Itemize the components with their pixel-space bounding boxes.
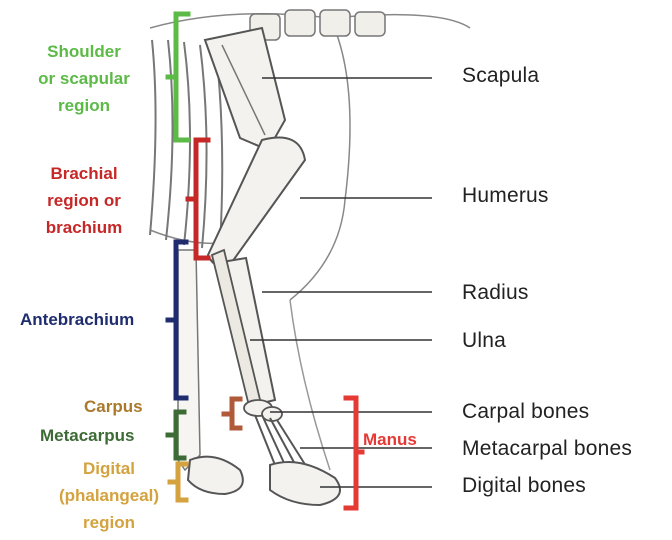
digital-line-2: (phalangeal) (58, 486, 160, 505)
manus-bracket (343, 395, 365, 511)
brachial-region-label: Brachial region or brachium (32, 160, 136, 241)
ulna-label: Ulna (462, 329, 506, 352)
shoulder-bracket (165, 11, 191, 143)
metacarpus-label: Metacarpus (40, 426, 135, 445)
ribs (149, 39, 224, 249)
shoulder-region-label: Shoulder or scapular region (28, 38, 140, 119)
manus-label: Manus (363, 430, 417, 449)
digital-region-label: Digital (phalangeal) region (54, 455, 164, 536)
shoulder-line-2: or scapular (38, 69, 130, 88)
radius-label: Radius (462, 281, 529, 304)
carpal-bones-label: Carpal bones (462, 400, 590, 423)
digital-bones-label: Digital bones (462, 474, 587, 497)
humerus-label: Humerus (462, 184, 549, 207)
metacarpus-bracket (165, 409, 187, 461)
antebrachium-bracket (165, 239, 189, 401)
shoulder-line-1: Shoulder (47, 42, 121, 61)
vertebrae (249, 9, 386, 41)
metacarpal-bones-label: Metacarpal bones (462, 437, 633, 460)
metacarpal-bones (254, 414, 307, 467)
shoulder-line-3: region (58, 96, 110, 115)
carpus-label: Carpus (84, 397, 143, 416)
brachial-line-1: Brachial (50, 164, 118, 183)
rear-leg (177, 249, 201, 472)
digital-line-1: Digital (83, 459, 135, 478)
brachial-bracket (185, 137, 211, 261)
antebrachium-label: Antebrachium (20, 310, 135, 329)
leader-lines (250, 77, 432, 488)
scapula-bone (203, 26, 287, 152)
brachial-line-2: region or (47, 191, 121, 210)
digital-line-3: region (83, 513, 135, 532)
brachial-line-3: brachium (45, 218, 123, 237)
digital-bracket (167, 461, 189, 503)
scapula-label: Scapula (462, 64, 540, 87)
carpal-bracket (221, 396, 243, 431)
digital-bones (269, 461, 341, 507)
